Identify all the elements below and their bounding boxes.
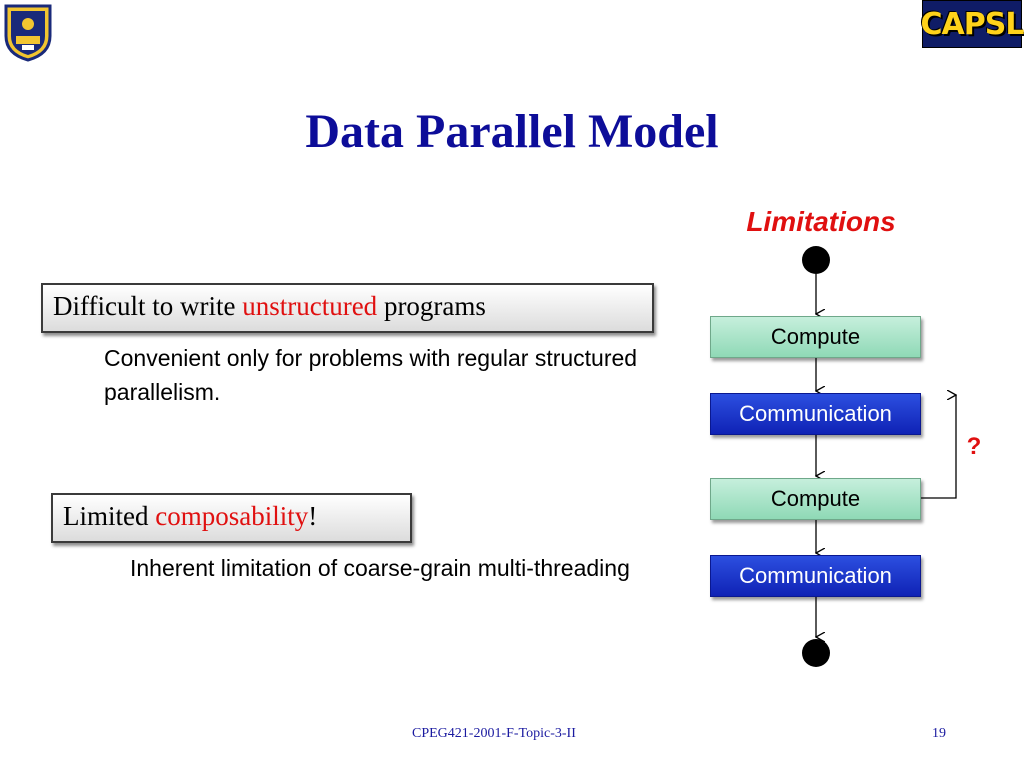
callout-prefix: Limited <box>63 501 156 531</box>
page-number: 19 <box>932 726 946 741</box>
loop-label: ? <box>966 433 982 460</box>
flow-step-communication: Communication <box>710 555 921 597</box>
university-of-delaware-logo <box>2 2 54 62</box>
callout-detail-composability: Inherent limitation of coarse-grain mult… <box>130 555 630 581</box>
callout-suffix: ! <box>308 501 318 531</box>
loop-back-arrow <box>921 395 956 499</box>
slide-title: Data Parallel Model <box>305 105 719 158</box>
callout-suffix: programs <box>377 291 486 321</box>
slide-footer: CPEG421-2001-F-Topic-3-II <box>412 726 576 741</box>
callout-unstructured-programs: Difficult to write unstructured programs <box>41 283 654 333</box>
diagram-heading: Limitations <box>746 206 896 237</box>
callout-highlight: unstructured <box>242 291 378 321</box>
callout-highlight: composability <box>155 501 309 531</box>
callout-composability: Limited composability! <box>51 493 412 543</box>
start-node <box>802 246 830 274</box>
flow-step-compute: Compute <box>710 478 921 520</box>
callout-detail-unstructured: Convenient only for problems with regula… <box>104 345 638 405</box>
flow-step-communication: Communication <box>710 393 921 435</box>
flow-step-compute: Compute <box>710 316 921 358</box>
callout-prefix: Difficult to write <box>53 291 243 321</box>
capsl-logo: CAPSL <box>921 0 1024 48</box>
end-node <box>802 639 830 667</box>
